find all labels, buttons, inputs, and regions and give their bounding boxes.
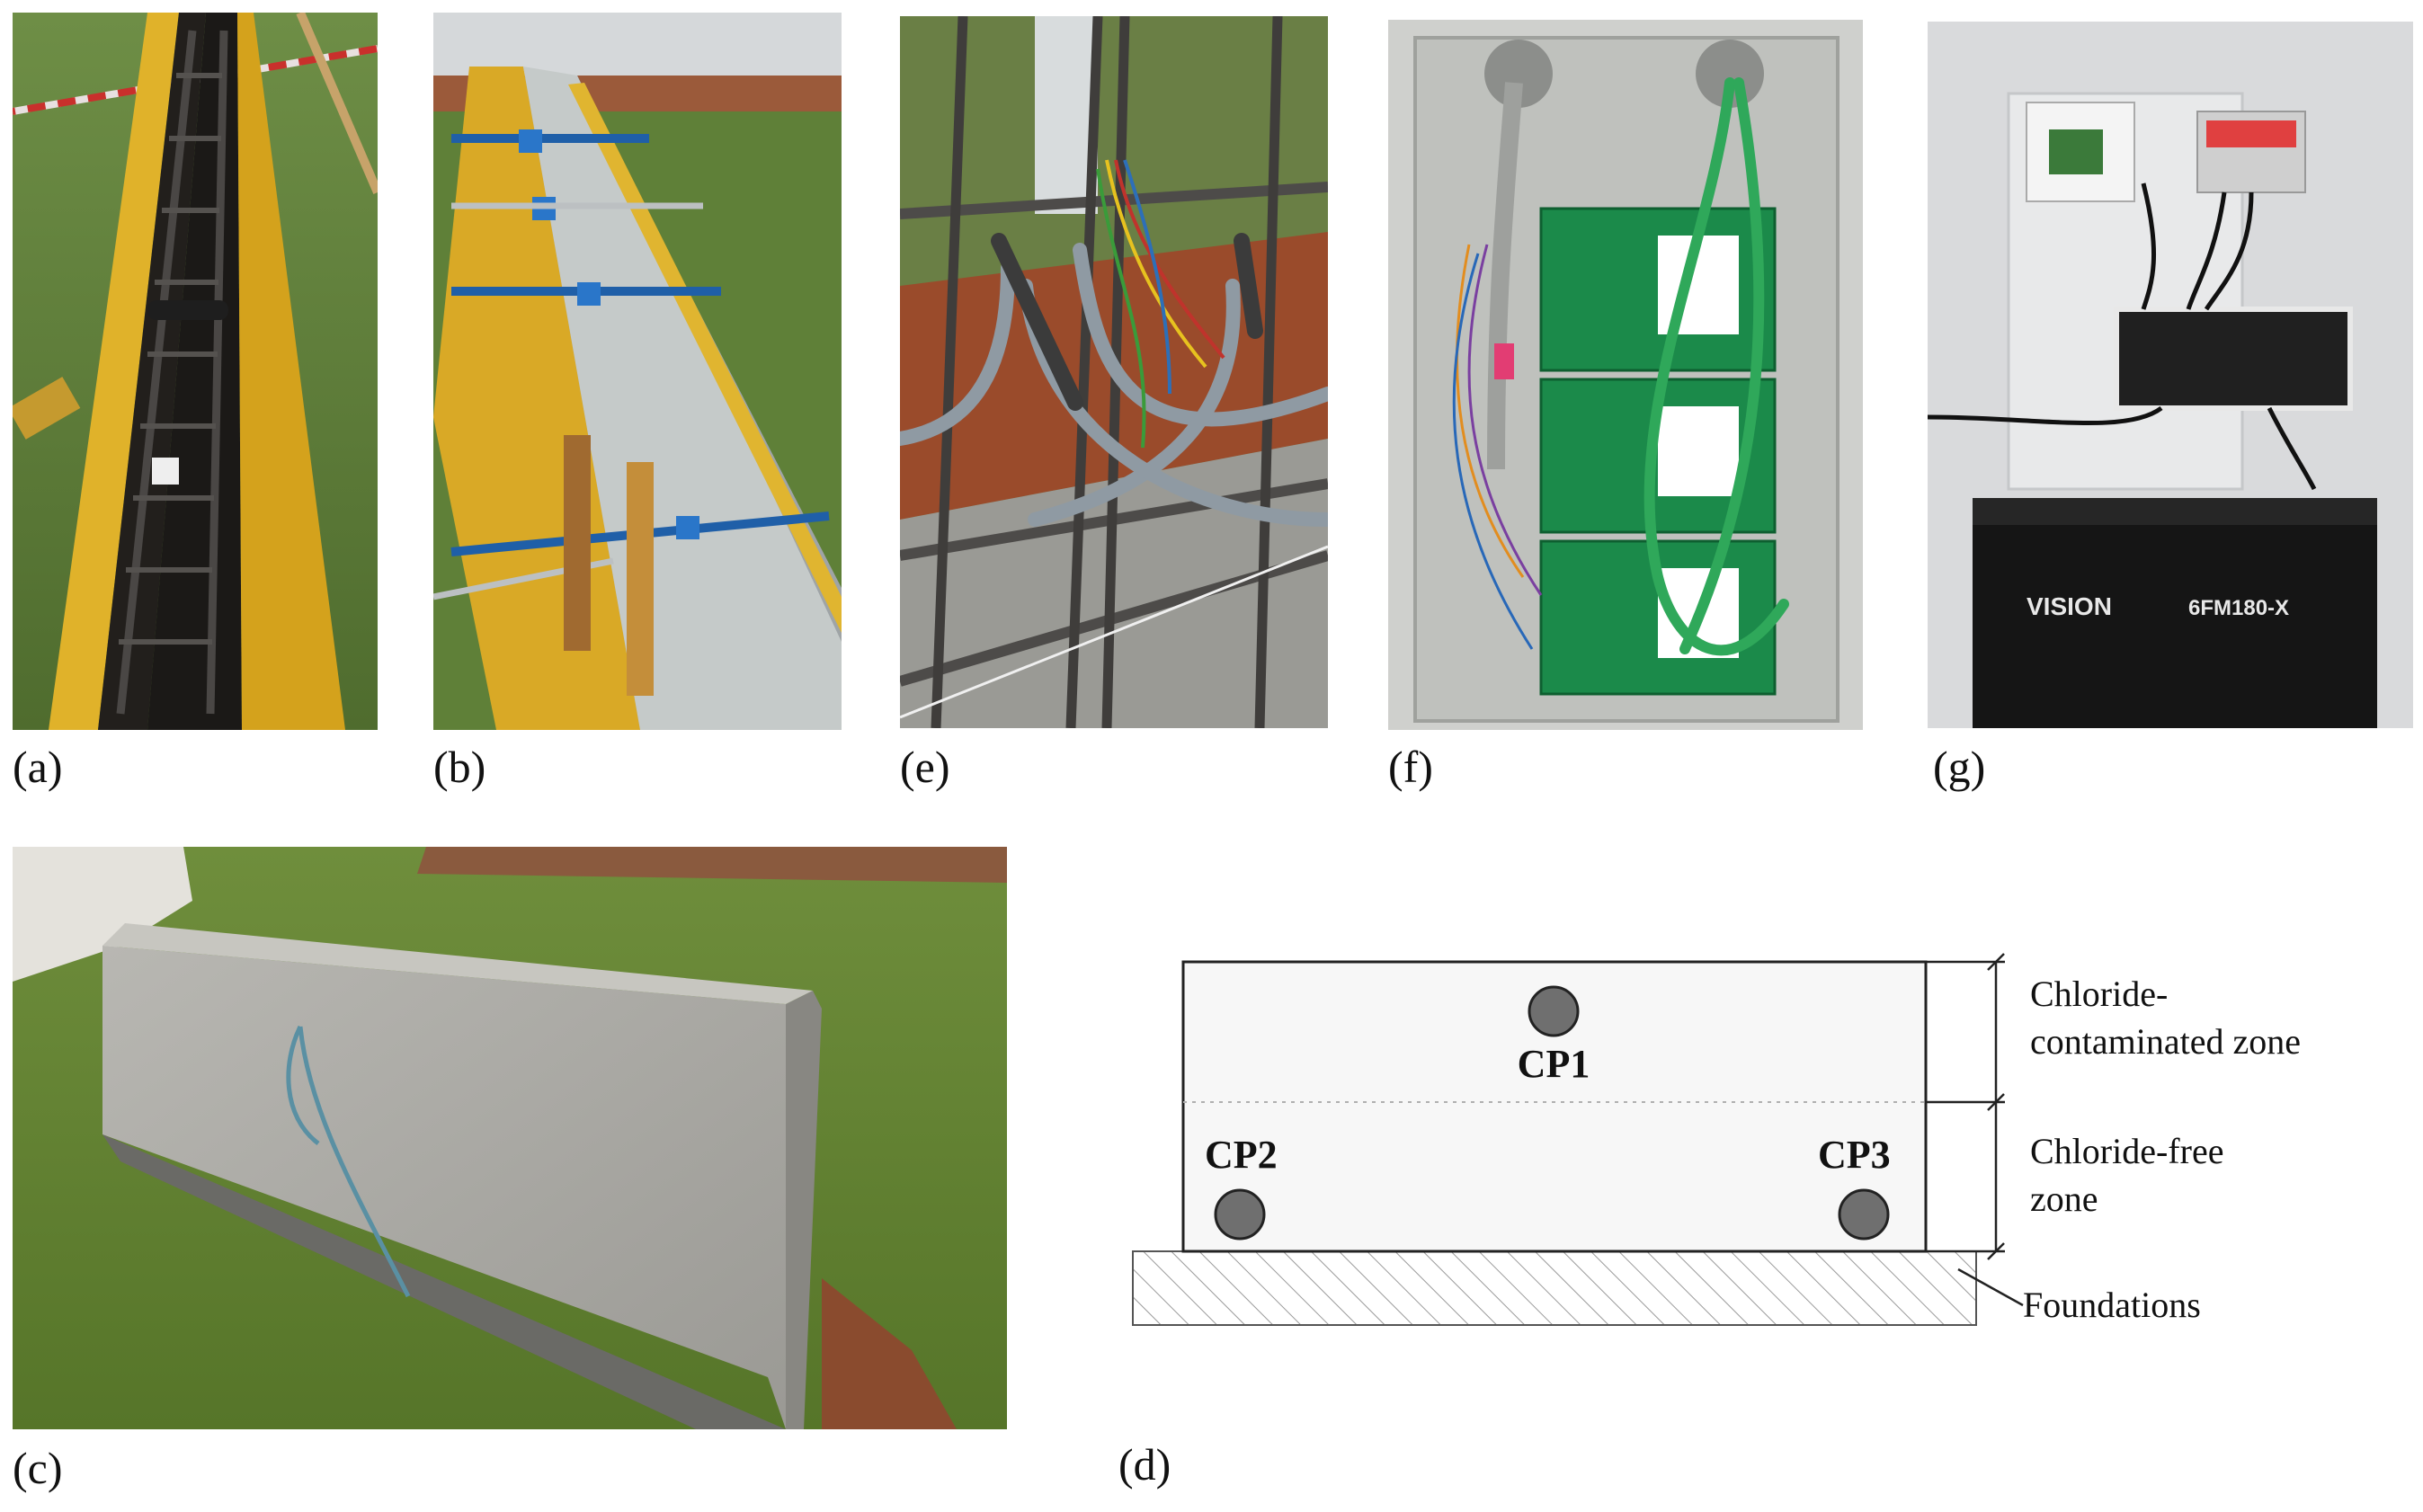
label-cp3: CP3	[1818, 1133, 1891, 1177]
battery-model: 6FM180-X	[2188, 596, 2289, 620]
panel-label-a: (a)	[13, 742, 63, 792]
photo-f	[1388, 20, 1863, 730]
foundations-label: Foundations	[2023, 1285, 2201, 1325]
cross-section-diagram: CP1 CP2 CP3 Chloride- contaminated zone …	[1106, 935, 2401, 1371]
panel-label-e: (e)	[900, 742, 950, 792]
photo-b	[433, 13, 842, 730]
probe-cp3	[1838, 1188, 1890, 1241]
panel-label-c: (c)	[13, 1443, 63, 1493]
panel-label-b: (b)	[433, 742, 486, 792]
foundation-leader	[1957, 1267, 2024, 1307]
zone-label-contaminated-line2: contaminated zone	[2030, 1021, 2301, 1062]
panel-label-f: (f)	[1388, 742, 1433, 792]
photo-c	[13, 847, 1007, 1429]
foundation-slab	[1132, 1250, 1977, 1326]
panel-label-g: (g)	[1933, 742, 1986, 792]
label-cp1: CP1	[1518, 1042, 1590, 1086]
probe-cp1	[1528, 985, 1580, 1037]
panel-label-d: (d)	[1118, 1439, 1171, 1490]
battery-brand: VISION	[2027, 592, 2112, 620]
zone-label-free-line1: Chloride-free	[2030, 1131, 2223, 1171]
zone-label-contaminated-line1: Chloride-	[2030, 974, 2168, 1014]
photo-a	[13, 13, 378, 730]
label-cp2: CP2	[1205, 1133, 1278, 1177]
photo-e	[900, 16, 1328, 728]
photo-g: VISION 6FM180-X	[1928, 22, 2413, 728]
zone-label-free-line2: zone	[2030, 1178, 2098, 1219]
probe-cp2	[1214, 1188, 1266, 1241]
